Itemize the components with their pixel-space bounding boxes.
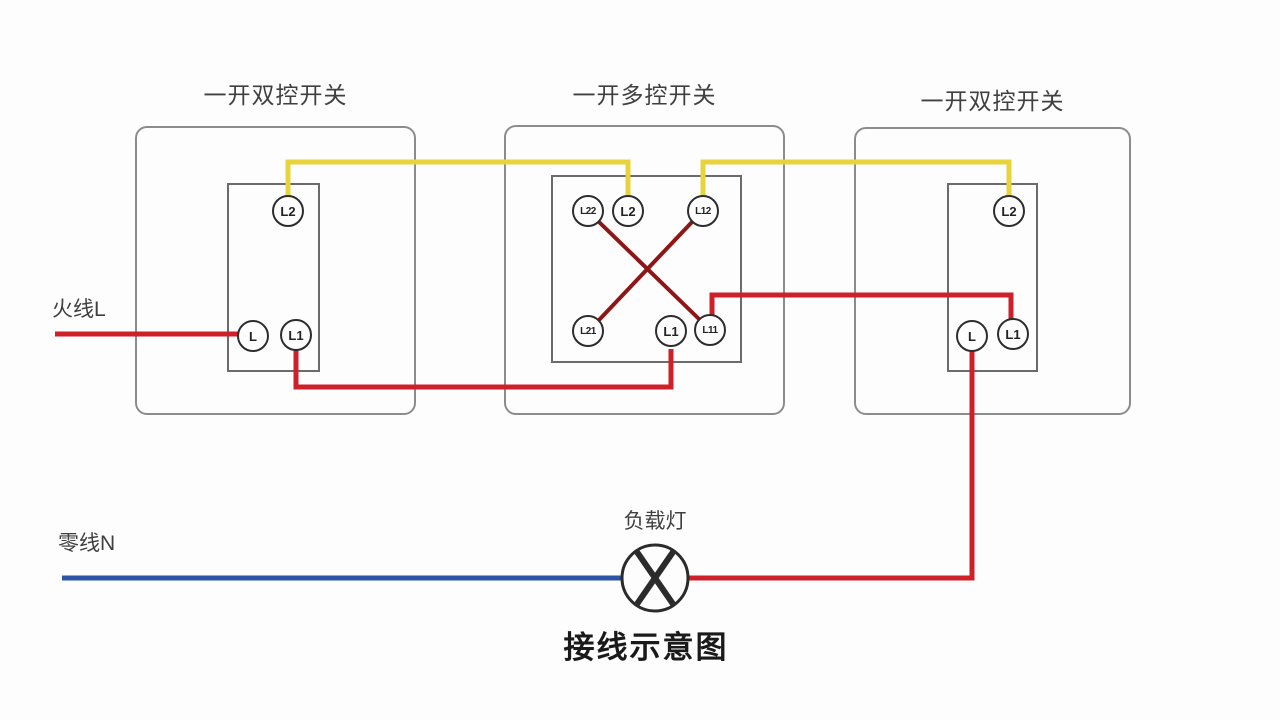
terminal-left-l2: L2	[272, 195, 304, 227]
terminal-right-l1: L1	[997, 318, 1029, 350]
terminal-right-l2: L2	[993, 195, 1025, 227]
switch-label-middle: 一开多控开关	[572, 82, 717, 108]
terminal-left-l1: L1	[280, 319, 312, 351]
terminal-middle-l21: L21	[572, 315, 604, 347]
label-neutral-wire: 零线N	[58, 532, 116, 555]
lamp-circle-icon	[620, 543, 690, 613]
terminal-right-l: L	[956, 320, 988, 352]
diagram-title: 接线示意图	[563, 630, 729, 665]
switch-label-left: 一开双控开关	[203, 82, 348, 108]
lamp-symbol	[620, 543, 690, 613]
terminal-middle-l11: L11	[694, 314, 726, 346]
label-live-wire: 火线L	[52, 298, 106, 321]
terminal-middle-l2: L2	[612, 195, 644, 227]
terminal-middle-l12: L12	[687, 195, 719, 227]
terminal-left-l: L	[237, 320, 269, 352]
terminal-middle-l22: L22	[572, 195, 604, 227]
switch-label-right: 一开双控开关	[920, 88, 1065, 114]
label-load-lamp: 负载灯	[623, 510, 687, 533]
terminal-middle-l1: L1	[655, 315, 687, 347]
lamp-x-icon	[634, 550, 676, 606]
